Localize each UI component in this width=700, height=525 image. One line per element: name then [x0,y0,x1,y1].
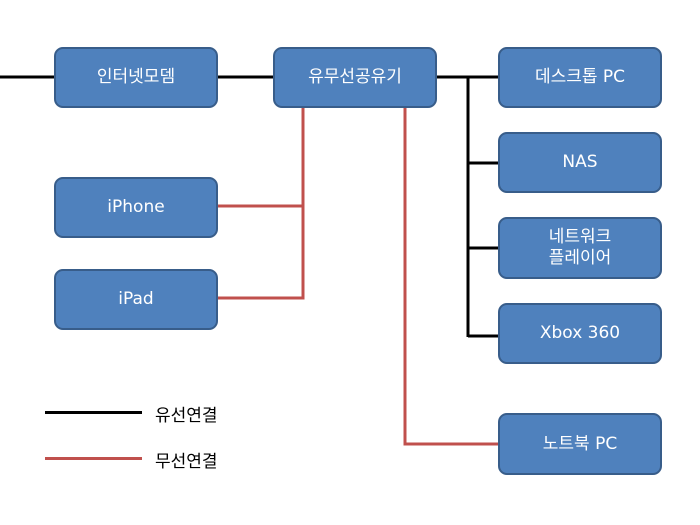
node-iphone: iPhone [54,177,218,238]
node-nas: NAS [498,132,662,193]
wireless-line-router-ipad [217,108,305,300]
node-router: 유무선공유기 [273,47,437,108]
wireless-line-router-laptop [403,108,500,446]
node-ipad: iPad [54,269,218,330]
node-xbox-360: Xbox 360 [498,303,662,364]
legend-wireless-swatch [45,457,142,460]
node-network-player: 네트워크 플레이어 [498,217,662,279]
node-laptop-pc: 노트북 PC [498,413,662,475]
node-internet-modem: 인터넷모뎀 [54,47,218,108]
legend-wired-label: 유선연결 [155,406,218,426]
node-desktop-pc: 데스크톱 PC [498,47,662,108]
legend-wired-swatch [45,411,142,414]
legend-wireless-label: 무선연결 [155,452,218,472]
